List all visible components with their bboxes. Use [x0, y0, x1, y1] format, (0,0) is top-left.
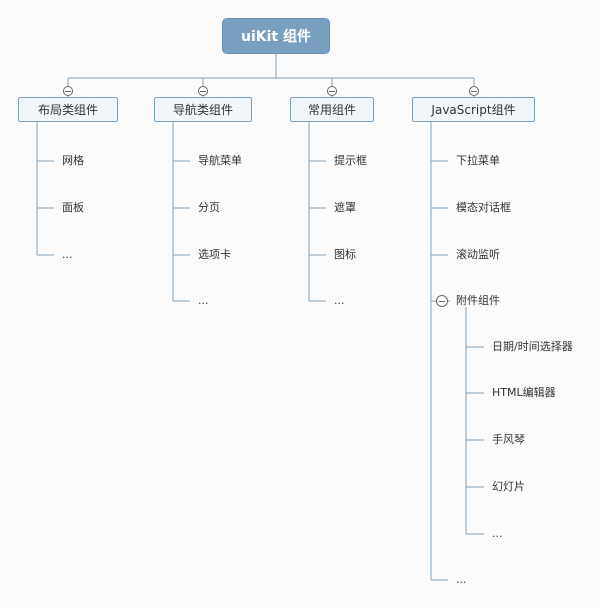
leaf-node[interactable]: 滚动监听: [456, 248, 500, 261]
category-navigation[interactable]: 导航类组件: [154, 97, 252, 122]
leaf-node[interactable]: 网格: [62, 154, 84, 167]
collapse-toggle-icon[interactable]: [436, 295, 448, 307]
category-common[interactable]: 常用组件: [290, 97, 374, 122]
leaf-node[interactable]: 导航菜单: [198, 154, 242, 167]
collapse-toggle-icon[interactable]: [198, 86, 208, 96]
leaf-node[interactable]: 遮罩: [334, 201, 356, 214]
leaf-node[interactable]: 图标: [334, 248, 356, 261]
leaf-node[interactable]: 下拉菜单: [456, 154, 500, 167]
leaf-node[interactable]: 选项卡: [198, 248, 231, 261]
leaf-node[interactable]: HTML编辑器: [492, 386, 556, 399]
leaf-node[interactable]: ...: [456, 573, 467, 586]
leaf-node[interactable]: ...: [198, 294, 209, 307]
category-layout[interactable]: 布局类组件: [18, 97, 118, 122]
leaf-node[interactable]: 分页: [198, 201, 220, 214]
leaf-node[interactable]: ...: [492, 527, 503, 540]
root-node[interactable]: uiKit 组件: [222, 18, 330, 54]
leaf-node[interactable]: 手风琴: [492, 433, 525, 446]
collapse-toggle-icon[interactable]: [63, 86, 73, 96]
leaf-node[interactable]: 模态对话框: [456, 201, 511, 214]
leaf-node[interactable]: 提示框: [334, 154, 367, 167]
leaf-node[interactable]: ...: [62, 248, 73, 261]
collapse-toggle-icon[interactable]: [469, 86, 479, 96]
leaf-node[interactable]: ...: [334, 294, 345, 307]
collapse-toggle-icon[interactable]: [327, 86, 337, 96]
leaf-node[interactable]: 幻灯片: [492, 480, 525, 493]
category-javascript[interactable]: JavaScript组件: [412, 97, 535, 122]
leaf-node[interactable]: 日期/时间选择器: [492, 340, 573, 353]
subcategory-attachment[interactable]: 附件组件: [456, 294, 500, 307]
leaf-node[interactable]: 面板: [62, 201, 84, 214]
